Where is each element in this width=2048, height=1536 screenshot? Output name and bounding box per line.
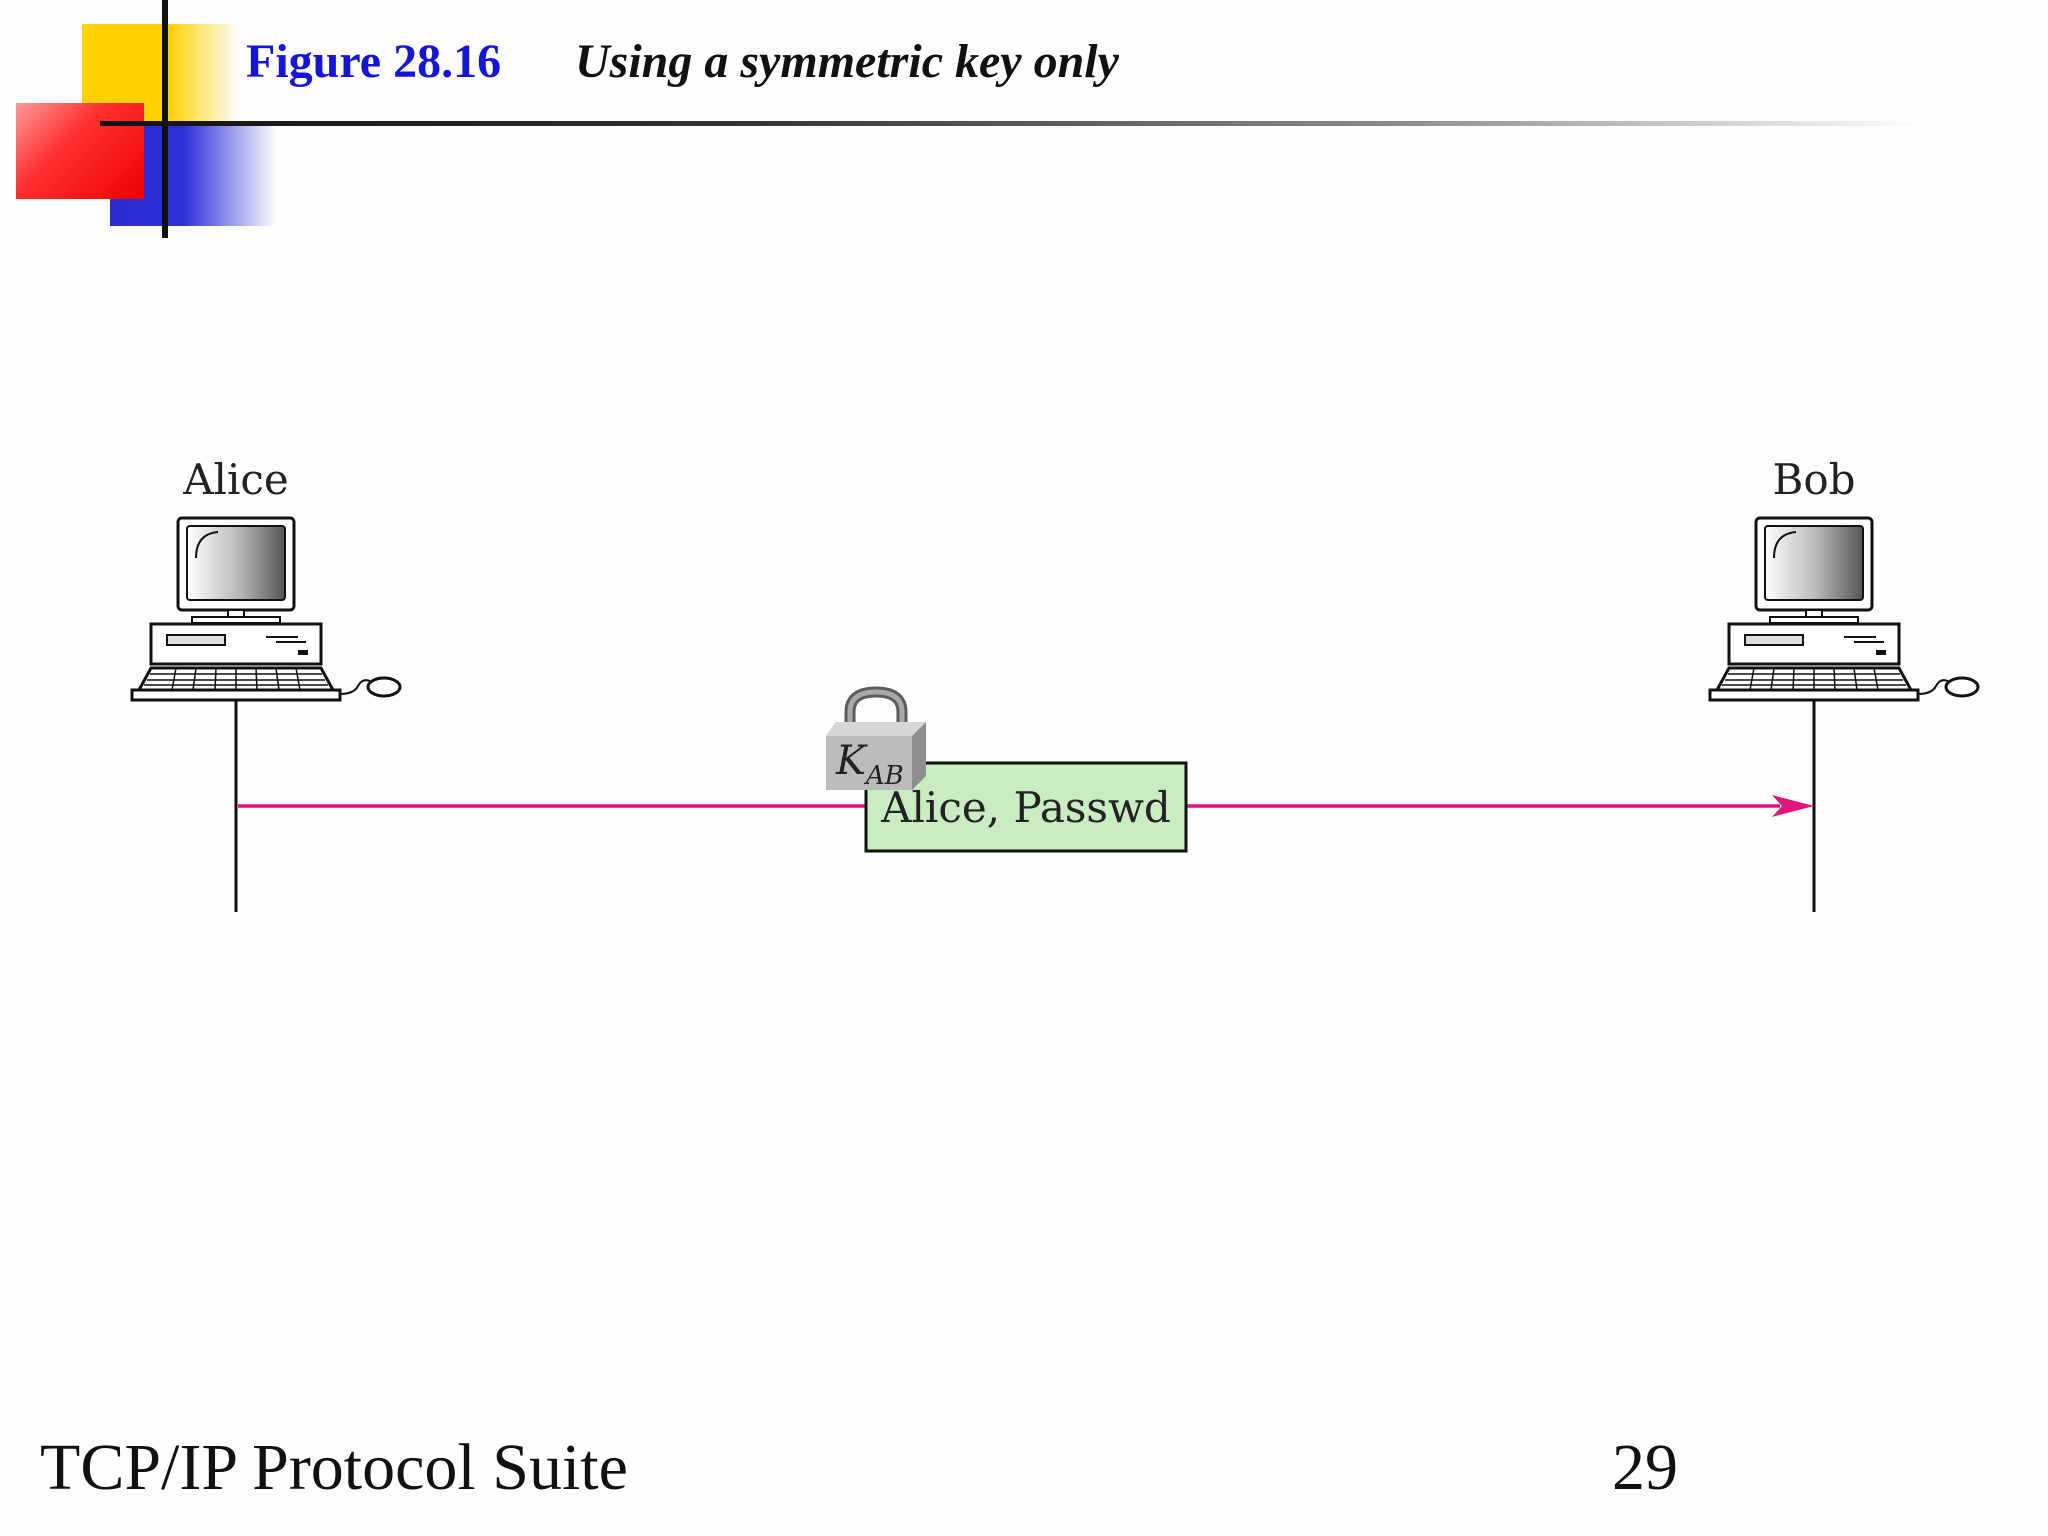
bob-label: Bob: [1772, 455, 1855, 504]
footer-suite-title: TCP/IP Protocol Suite: [40, 1431, 628, 1504]
lock-key-label: KAB: [835, 738, 904, 791]
alice-label: Alice: [182, 455, 289, 504]
page-number: 29: [1612, 1431, 1678, 1504]
figure-title: Using a symmetric key only: [575, 35, 1119, 88]
header-rule: [100, 121, 1920, 126]
padlock-icon: [826, 686, 926, 790]
figure-number: Figure 28.16: [246, 35, 502, 88]
deco-red-square: [16, 103, 144, 199]
alice-computer-icon: [130, 516, 402, 702]
message-text: Alice, Passwd: [880, 783, 1171, 832]
arrow-head-icon: [1772, 795, 1814, 817]
bob-computer-icon: [1708, 516, 1980, 702]
deco-vertical-line: [162, 0, 168, 238]
